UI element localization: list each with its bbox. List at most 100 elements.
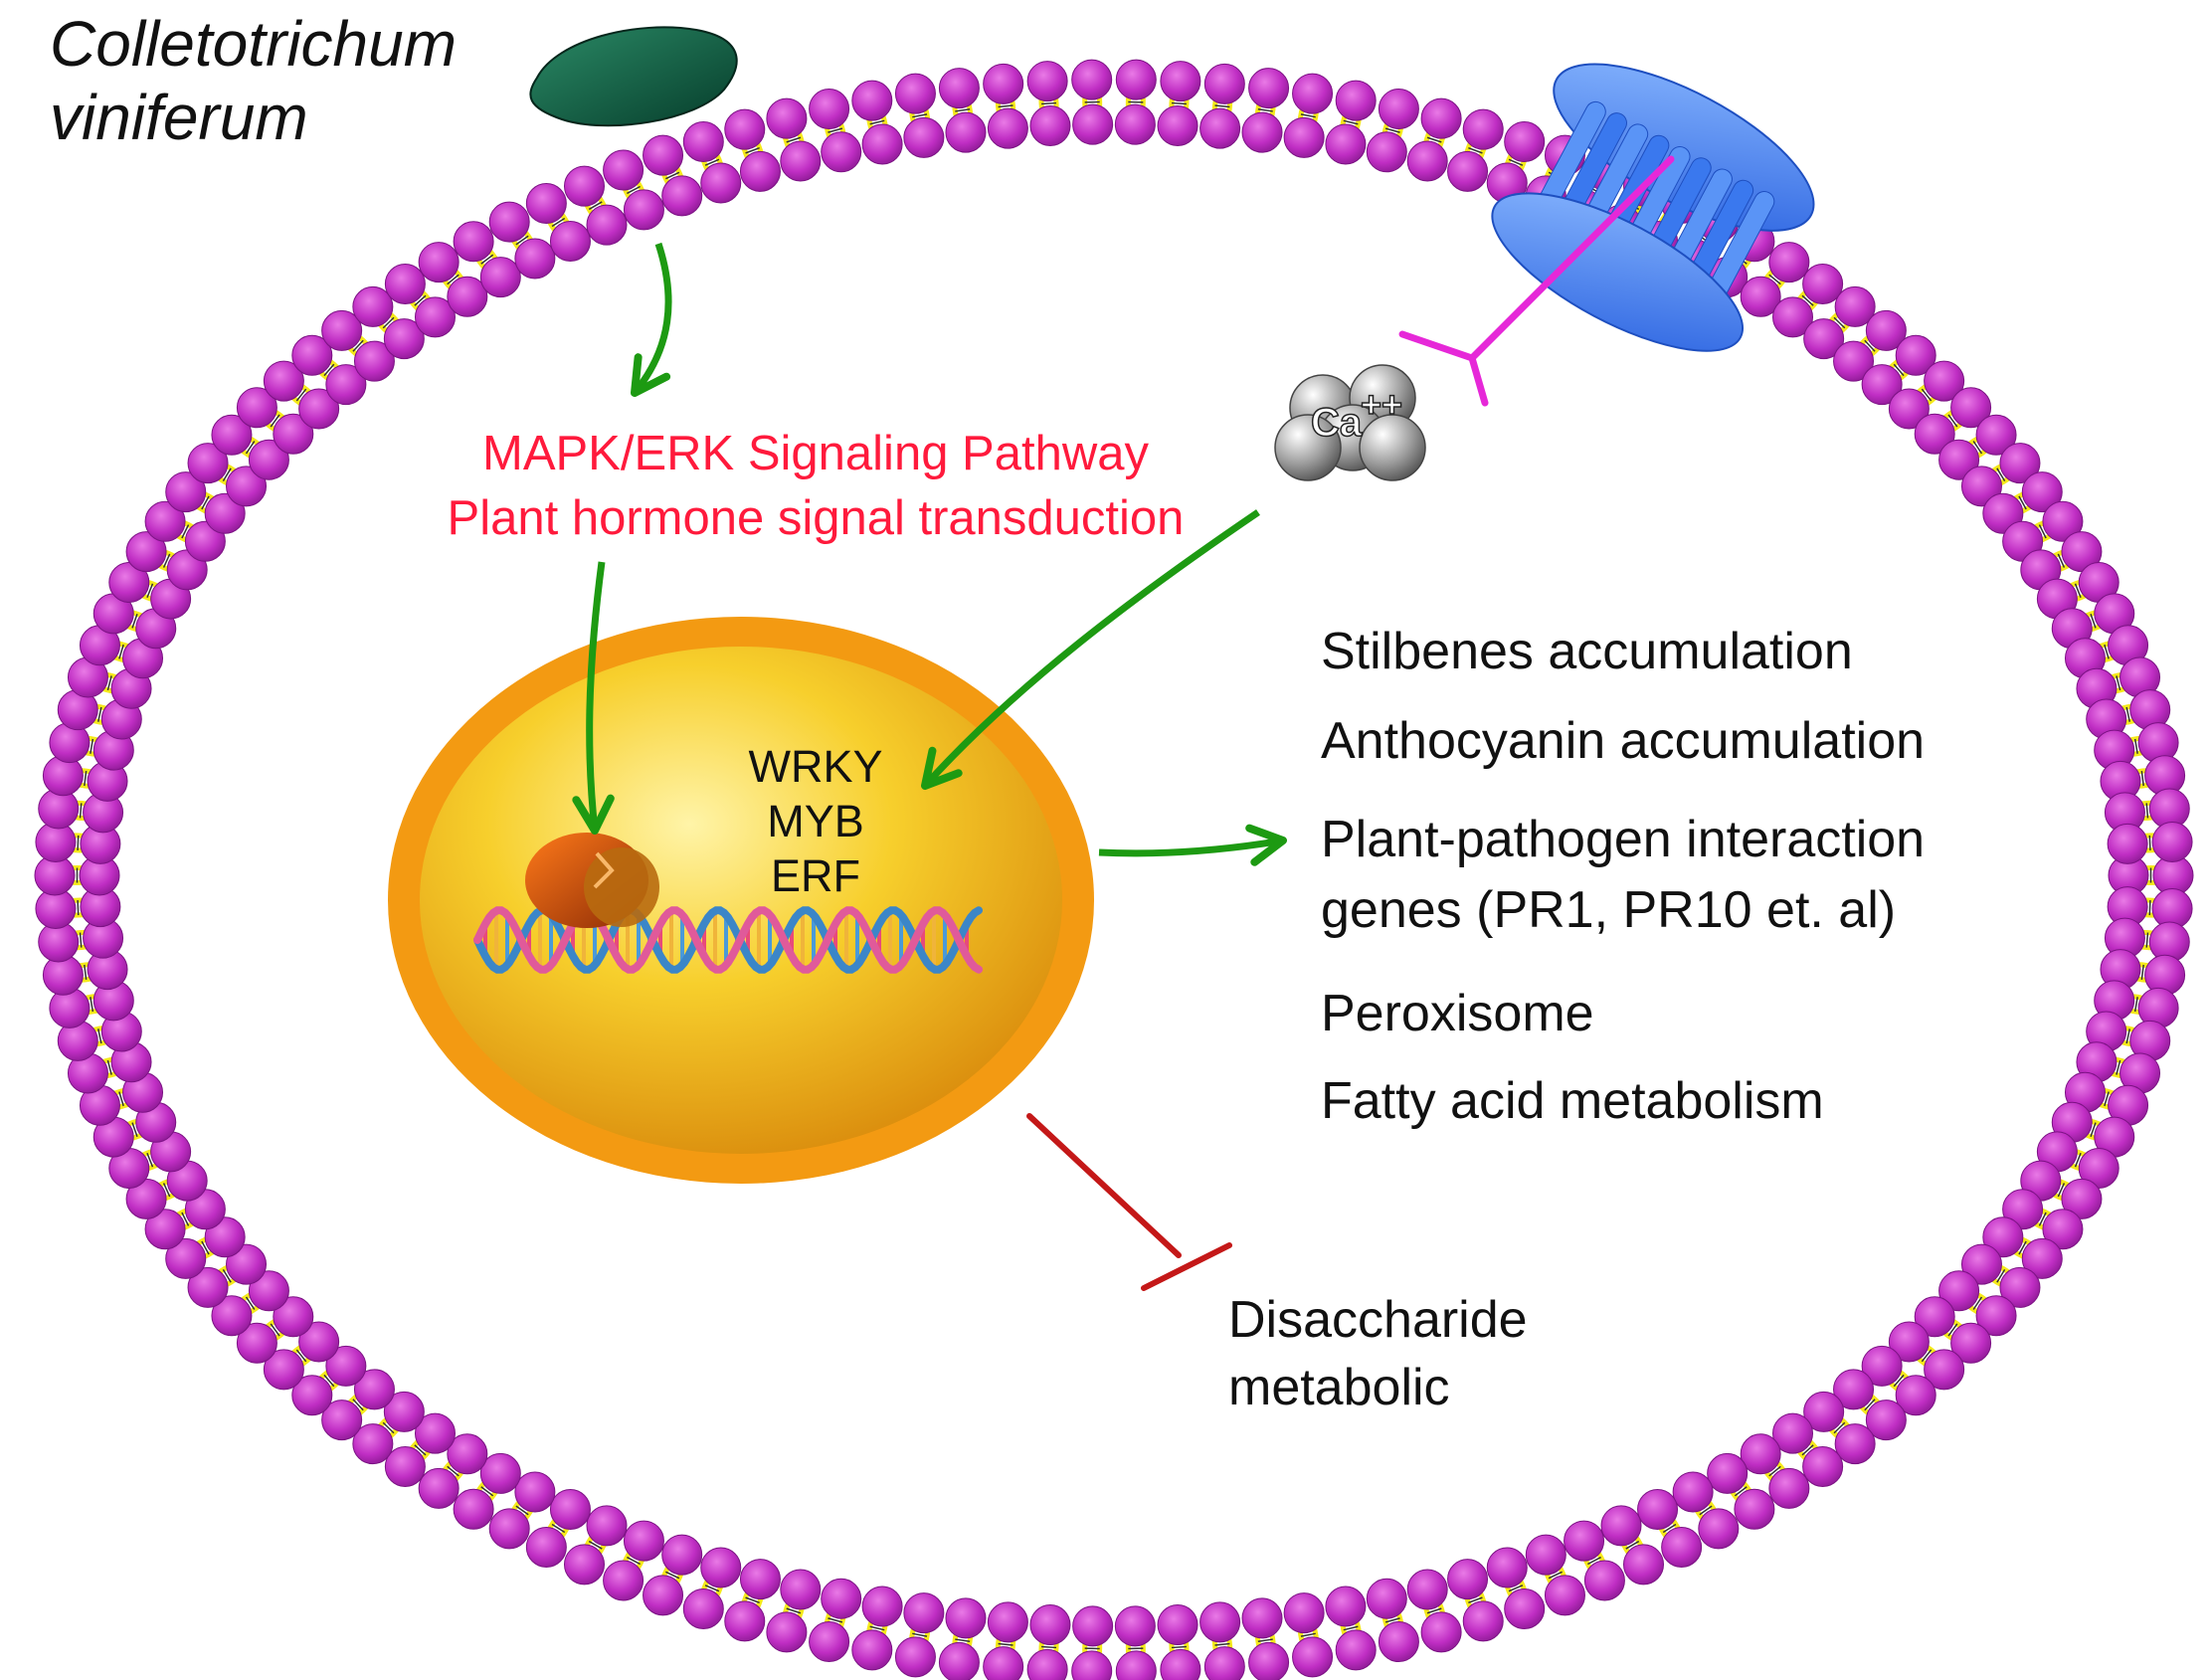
lipid-head xyxy=(414,296,456,338)
ion-sphere xyxy=(1359,414,1426,481)
lipid-head xyxy=(1071,1650,1113,1680)
pathway-label-mapk: MAPK/ERK Signaling Pathway xyxy=(482,427,1149,480)
lipid-tail-link xyxy=(1921,388,1933,402)
lipid-tail-link xyxy=(786,1607,802,1614)
lipid-head xyxy=(1292,1636,1334,1678)
lipid-tail-link xyxy=(665,171,680,180)
lipid-tail-link xyxy=(2116,1059,2121,1075)
lipid-head xyxy=(514,238,556,280)
lipid-head xyxy=(1600,1505,1642,1547)
lipid-head xyxy=(2021,1237,2063,1279)
lipid-head xyxy=(903,116,945,158)
lipid-tail-link xyxy=(2074,583,2082,599)
lipid-head xyxy=(144,500,186,542)
lipid-head xyxy=(1672,1471,1714,1513)
lipid-tail-link xyxy=(627,185,642,195)
lipid-tail-link xyxy=(704,158,720,166)
lipid-head xyxy=(1924,1349,1965,1391)
lipid-head xyxy=(1504,1587,1546,1629)
tf-label-wrky: WRKY xyxy=(748,741,883,792)
lipid-tail-link xyxy=(1214,104,1230,108)
lipid-head xyxy=(1378,88,1419,129)
pathogen-name-line2: viniferum xyxy=(50,81,308,153)
lipid-tail-link xyxy=(2104,644,2110,659)
lipid-tail-link xyxy=(515,235,529,246)
arrow-pathway-to-nucleus xyxy=(586,561,606,832)
lipid-tail-link xyxy=(1699,1505,1713,1516)
lipid-head xyxy=(1462,1600,1504,1642)
lipid-head xyxy=(1865,309,1907,351)
lipid-head xyxy=(236,387,277,429)
lipid-head xyxy=(325,1345,367,1387)
outcome-peroxisome: Peroxisome xyxy=(1321,985,1594,1042)
lipid-tail-link xyxy=(551,1523,566,1534)
lipid-head xyxy=(325,364,367,406)
lipid-head xyxy=(809,1621,850,1663)
lipid-tail-link xyxy=(106,675,112,691)
lipid-head xyxy=(321,309,363,351)
lipid-head xyxy=(263,360,304,402)
calcium-symbol: Ca xyxy=(1310,400,1363,446)
arrow-pathogen-to-pathway xyxy=(632,242,672,396)
lipid-head xyxy=(321,1400,363,1441)
lipid-tail-link xyxy=(382,316,395,329)
lipid-head xyxy=(1026,61,1068,102)
lipid-head xyxy=(1999,1266,2041,1308)
lipid-head xyxy=(125,531,167,573)
outcome-ppi-line2: genes (PR1, PR10 et. al) xyxy=(1321,881,1897,939)
lipid-tail-link xyxy=(1508,1585,1524,1592)
lipid-head xyxy=(661,1534,703,1576)
arrow-calcium-to-nucleus xyxy=(922,509,1260,789)
lipid-head xyxy=(983,63,1024,104)
lipid-head xyxy=(2151,821,2193,862)
lipid-head xyxy=(1544,1575,1585,1616)
lipid-head xyxy=(479,1452,521,1494)
lipid-head xyxy=(564,165,605,207)
lipid-tail-link xyxy=(352,339,364,352)
lipid-head xyxy=(384,1446,426,1488)
lipid-head xyxy=(488,1508,530,1550)
lipid-tail-link xyxy=(352,1399,364,1411)
lipid-head xyxy=(1637,1488,1679,1530)
lipid-tail-link xyxy=(1947,414,1958,428)
calcium-ion-icon xyxy=(1274,364,1426,481)
lipid-tail-link xyxy=(2125,1028,2131,1044)
lipid-head xyxy=(1982,492,2024,534)
lipid-head xyxy=(1975,1295,2017,1337)
lipid-tail-link xyxy=(1257,108,1273,112)
lipid-head xyxy=(1861,1345,1903,1387)
lipid-head xyxy=(661,175,703,217)
lipid-head xyxy=(414,1412,456,1454)
channel-group xyxy=(1491,63,1815,352)
lipid-head xyxy=(353,1369,395,1410)
lipid-tail-link xyxy=(2116,675,2121,691)
lipid-head xyxy=(1772,1412,1814,1454)
lipid-head xyxy=(861,1586,903,1627)
nucleus xyxy=(388,617,1094,1184)
lipid-tail-link xyxy=(912,113,928,118)
ion-channel-icon xyxy=(1491,63,1815,352)
lipid-tail-link xyxy=(162,553,171,568)
lipid-tail-link xyxy=(447,1465,460,1477)
lipid-head xyxy=(1734,1488,1775,1530)
lipid-tail-link xyxy=(588,1540,603,1550)
spore-body xyxy=(529,26,738,127)
lipid-tail-link xyxy=(1893,363,1905,377)
transcription-factor-icon xyxy=(525,833,659,928)
outcome-anthocyanin: Anthocyanin accumulation xyxy=(1321,712,1926,770)
lipid-head xyxy=(2021,471,2063,513)
lipid-head xyxy=(1366,1578,1407,1619)
lipid-tail-link xyxy=(323,1374,335,1388)
lipid-head xyxy=(1114,103,1156,145)
pathogen-name-line1: Colletotrichum xyxy=(50,8,458,80)
lipid-tail-link xyxy=(786,136,802,143)
lipid-tail-link xyxy=(270,414,280,428)
lipid-head xyxy=(1895,1375,1936,1416)
lipid-head xyxy=(564,1544,605,1586)
lipid-head xyxy=(248,439,289,480)
lipid-head xyxy=(1698,1508,1740,1550)
lipid-head xyxy=(1803,1391,1845,1432)
outcome-stilbenes: Stilbenes accumulation xyxy=(1321,623,1853,680)
lipid-head xyxy=(1335,80,1377,121)
